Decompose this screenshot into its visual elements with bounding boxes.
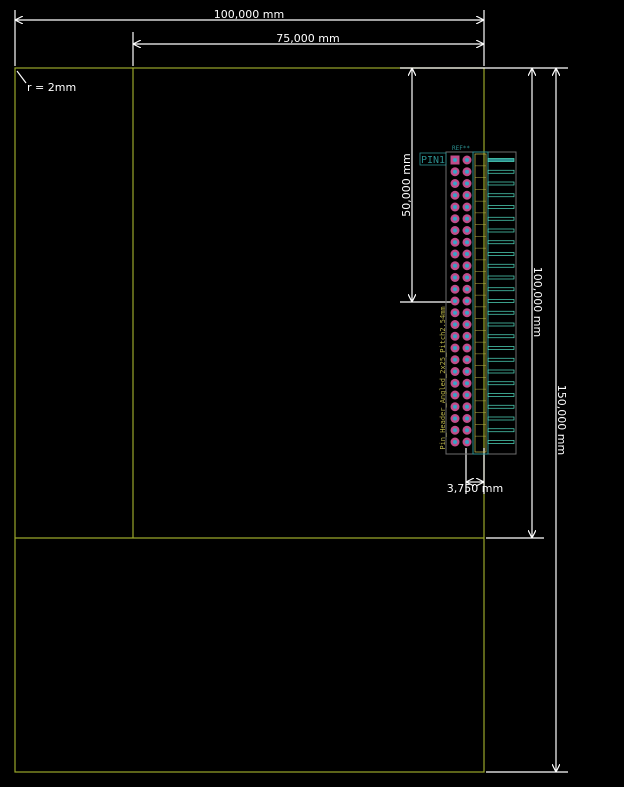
angled-pin-25 [487, 440, 515, 444]
angled-pin-6 [487, 216, 515, 221]
drill-20 [465, 263, 469, 268]
drill-14 [465, 228, 469, 233]
drill-48 [465, 428, 469, 433]
drill-28 [465, 310, 469, 315]
drill-47 [453, 428, 457, 433]
drill-8 [465, 193, 469, 198]
drill-25 [453, 299, 457, 303]
drill-50 [465, 440, 469, 444]
drill-45 [453, 416, 457, 421]
drill-1 [453, 158, 457, 162]
angled-pin-24 [487, 428, 515, 433]
angled-pin-14 [487, 310, 515, 315]
drill-39 [453, 381, 457, 386]
drill-11 [453, 216, 457, 221]
drill-29 [453, 322, 457, 327]
drill-36 [465, 357, 469, 362]
drill-38 [465, 369, 469, 374]
drill-19 [453, 263, 457, 268]
angled-pin-22 [487, 404, 515, 409]
dimension-layer [14, 10, 568, 773]
angled-pin-5 [487, 205, 515, 209]
angled-pin-8 [487, 240, 515, 245]
drill-24 [465, 287, 469, 292]
drill-4 [465, 169, 469, 174]
drill-18 [465, 252, 469, 256]
drill-27 [453, 310, 457, 315]
angled-pin-3 [487, 181, 515, 186]
dim-width-partial-text[interactable]: 75,000 mm [276, 32, 339, 45]
angled-pin-11 [487, 275, 515, 280]
angled-pin-7 [487, 228, 515, 233]
dim-height-full-text[interactable]: 150,000 mm [555, 385, 568, 455]
dim-width-full-text[interactable]: 100,000 mm [214, 8, 284, 21]
footprint-reference[interactable]: REF** [452, 145, 470, 152]
pin1-label-box [419, 152, 447, 166]
drill-41 [453, 393, 457, 397]
drill-3 [453, 169, 457, 174]
angled-pin-15 [487, 322, 515, 327]
angled-pin-16 [487, 334, 515, 339]
angled-pin-23 [487, 416, 515, 421]
board-outline[interactable] [14, 67, 485, 773]
dimension-labels: 100,000 mm 75,000 mm 150,000 mm 100,000 … [27, 8, 568, 495]
footprint-value[interactable]: Pin_Header_Angled_2x25_Pitch2.54mm [439, 306, 447, 449]
drill-16 [465, 240, 469, 245]
drill-12 [465, 216, 469, 221]
drill-26 [465, 299, 469, 303]
dim-offset-horizontal-text[interactable]: 3,750 mm [447, 482, 503, 495]
angled-pin-17 [487, 346, 515, 350]
pin-line-group [475, 158, 515, 444]
drill-42 [465, 393, 469, 397]
angled-pin-12 [487, 287, 515, 292]
drill-2 [465, 158, 469, 162]
dim-offset-vertical-text[interactable]: 50,000 mm [400, 153, 413, 216]
drill-10 [465, 205, 469, 209]
drill-13 [453, 228, 457, 233]
board-outer-edge[interactable] [14, 67, 485, 773]
angled-pin-1 [487, 158, 515, 162]
angled-pin-9 [487, 252, 515, 256]
angled-pin-4 [487, 193, 515, 198]
angled-pin-13 [487, 299, 515, 303]
drill-7 [453, 193, 457, 198]
drill-31 [453, 334, 457, 339]
angled-pin-10 [487, 263, 515, 268]
drill-40 [465, 381, 469, 386]
drill-22 [465, 275, 469, 280]
angled-pin-18 [487, 357, 515, 362]
pad-group[interactable] [450, 155, 472, 447]
drill-5 [453, 181, 457, 186]
angled-pin-2 [487, 169, 515, 174]
pin-header-footprint[interactable]: REF** PIN1 Pin_Header_Angled_2x25_Pitch2… [419, 145, 517, 455]
drill-46 [465, 416, 469, 421]
drill-9 [453, 205, 457, 209]
drill-17 [453, 252, 457, 256]
footprint-fab-body [474, 153, 487, 453]
dim-radius-leader [16, 70, 27, 84]
dim-height-partial-text[interactable]: 100,000 mm [531, 267, 544, 337]
drill-33 [453, 346, 457, 350]
footprint-silkscreen-body [472, 151, 489, 455]
drill-37 [453, 369, 457, 374]
drill-49 [453, 440, 457, 444]
drill-6 [465, 181, 469, 186]
drill-23 [453, 287, 457, 292]
drill-35 [453, 357, 457, 362]
drill-34 [465, 346, 469, 350]
drill-32 [465, 334, 469, 339]
angled-pin-21 [487, 393, 515, 397]
dim-radius-text[interactable]: r = 2mm [27, 81, 76, 94]
drill-15 [453, 240, 457, 245]
drill-44 [465, 404, 469, 409]
drill-30 [465, 322, 469, 327]
angled-pin-20 [487, 381, 515, 386]
pin1-label[interactable]: PIN1 [421, 155, 445, 166]
angled-pin-19 [487, 369, 515, 374]
drill-21 [453, 275, 457, 280]
drill-43 [453, 404, 457, 409]
